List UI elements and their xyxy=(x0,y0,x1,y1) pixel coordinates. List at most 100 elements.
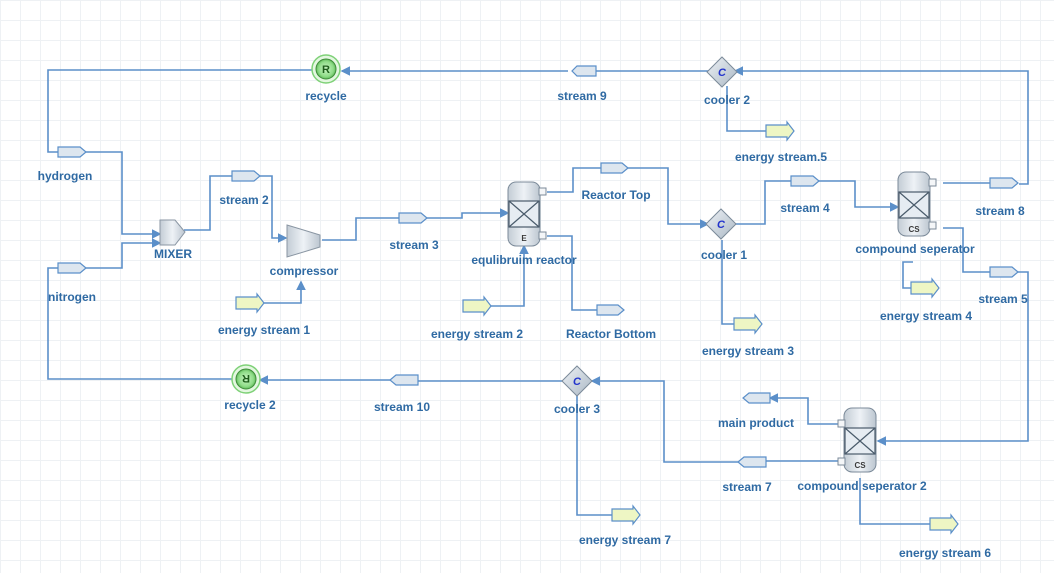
stream-8[interactable] xyxy=(989,177,1019,189)
reactor-top-label: Reactor Top xyxy=(581,188,650,202)
connector-cooler3-energy xyxy=(576,396,612,516)
connector-compressor-to-stream3 xyxy=(322,217,399,241)
compressor-block[interactable] xyxy=(286,224,321,258)
energy-arrow-right-icon xyxy=(462,295,492,317)
separator-2-label: compound seperator 2 xyxy=(797,479,927,493)
energy-stream-2[interactable] xyxy=(462,295,492,317)
energy-arrow-right-icon xyxy=(765,120,795,142)
stream-reactor-top[interactable] xyxy=(600,162,629,174)
stream-4-label: stream 4 xyxy=(780,201,830,215)
stream-reactor-bottom[interactable] xyxy=(596,304,625,316)
energy-stream-6-label: energy stream 6 xyxy=(899,546,991,560)
connector-separator-energy xyxy=(902,261,913,289)
separator-tag: CS xyxy=(908,225,920,234)
connector-stream8-to-cooler2 xyxy=(733,66,1029,185)
energy-stream-6[interactable] xyxy=(929,513,959,535)
energy-stream-5-label: energy stream.5 xyxy=(735,150,827,164)
reactor-label: equlibruim reactor xyxy=(471,253,577,267)
stream-arrow-right-icon xyxy=(231,170,261,182)
connector-stream2-to-compressor xyxy=(260,175,288,243)
stream-arrow-right-icon xyxy=(989,266,1019,278)
energy-stream-3[interactable] xyxy=(733,313,763,335)
stream-5[interactable] xyxy=(989,266,1019,278)
compound-separator-2-block[interactable]: CS xyxy=(837,407,877,473)
stream-arrow-right-icon xyxy=(398,212,428,224)
connector-energy1-to-compressor xyxy=(264,280,306,304)
connector-recycle2-to-nitrogen xyxy=(47,267,232,380)
cooler-1-label: cooler 1 xyxy=(701,248,747,262)
stream-8-label: stream 8 xyxy=(975,204,1025,218)
energy-arrow-right-icon xyxy=(929,513,959,535)
stream-10[interactable] xyxy=(389,374,419,386)
cooler-1-block[interactable]: C xyxy=(705,208,737,240)
compressor-label: compressor xyxy=(270,264,339,278)
connector-stream5-to-separator2 xyxy=(876,271,1029,446)
connector-hydrogen-to-mixer xyxy=(86,151,162,239)
connector-reactor-top xyxy=(547,167,601,193)
stream-5-label: stream 5 xyxy=(978,292,1028,306)
recycle-2-label: recycle 2 xyxy=(224,398,276,412)
recycle-label: recycle xyxy=(305,89,347,103)
stream-arrow-right-icon xyxy=(790,175,820,187)
stream-9[interactable] xyxy=(571,65,597,77)
separator-2-tag: CS xyxy=(854,461,866,470)
reactor-tag: E xyxy=(521,234,527,243)
nitrogen-label: nitrogen xyxy=(48,290,96,304)
stream-3[interactable] xyxy=(398,212,428,224)
connector-separator2-energy xyxy=(859,478,930,525)
stream-3-label: stream 3 xyxy=(389,238,439,252)
stream-main-product[interactable] xyxy=(742,392,771,404)
energy-stream-1-label: energy stream 1 xyxy=(218,323,310,337)
stream-arrow-right-icon xyxy=(57,146,87,158)
energy-stream-1[interactable] xyxy=(235,292,265,314)
connector-stream3-to-reactor xyxy=(427,208,510,219)
mixer-label: MIXER xyxy=(154,247,192,261)
energy-arrow-right-icon xyxy=(910,277,940,299)
stream-arrow-right-icon xyxy=(596,304,625,316)
energy-stream-7[interactable] xyxy=(611,504,641,526)
connector-separator2-to-mainproduct xyxy=(768,393,840,425)
cooler-3-letter: C xyxy=(573,376,582,388)
stream-4[interactable] xyxy=(790,175,820,187)
energy-stream-3-label: energy stream 3 xyxy=(702,344,794,358)
recycle-block[interactable]: R xyxy=(311,54,341,84)
connector-cooler1-energy xyxy=(721,240,734,325)
stream-arrow-right-icon xyxy=(600,162,629,174)
recycle-2-block[interactable]: R xyxy=(231,364,261,394)
connector-cooler1-to-stream4 xyxy=(735,180,791,225)
reactor-bottom-label: Reactor Bottom xyxy=(566,327,656,341)
energy-arrow-right-icon xyxy=(611,504,641,526)
stream-arrow-left-icon xyxy=(389,374,419,386)
stream-arrow-right-icon xyxy=(57,262,87,274)
energy-stream-2-label: energy stream 2 xyxy=(431,327,523,341)
stream-10-label: stream 10 xyxy=(374,400,430,414)
energy-stream-4-label: energy stream 4 xyxy=(880,309,972,323)
stream-nitrogen[interactable] xyxy=(57,262,87,274)
mixer-block[interactable] xyxy=(159,219,186,246)
connector-reactortop-to-cooler1 xyxy=(628,167,710,229)
cooler-2-letter: C xyxy=(718,67,727,79)
recycle-block-letter: R xyxy=(322,64,330,76)
stream-2[interactable] xyxy=(231,170,261,182)
cooler-3-label: cooler 3 xyxy=(554,402,600,416)
connector-nitrogen-to-mixer xyxy=(86,238,162,269)
compound-separator-block[interactable]: CS xyxy=(897,171,937,237)
equilibrium-reactor-block[interactable]: E xyxy=(507,181,547,247)
energy-arrow-right-icon xyxy=(235,292,265,314)
energy-stream-5[interactable] xyxy=(765,120,795,142)
connector-stream4-to-separator xyxy=(819,180,900,212)
connector-energy2-to-reactor xyxy=(491,244,529,307)
main-product-label: main product xyxy=(718,416,794,430)
connectors xyxy=(47,66,1029,525)
cooler-3-block[interactable]: C xyxy=(561,365,593,397)
stream-arrow-right-icon xyxy=(989,177,1019,189)
stream-7[interactable] xyxy=(737,456,767,468)
cooler-2-block[interactable]: C xyxy=(706,56,738,88)
stream-hydrogen[interactable] xyxy=(57,146,87,158)
connector-reactor-bottom xyxy=(547,235,597,311)
stream-7-label: stream 7 xyxy=(722,480,772,494)
energy-arrow-right-icon xyxy=(733,313,763,335)
energy-stream-4[interactable] xyxy=(910,277,940,299)
recycle-2-block-letter: R xyxy=(242,372,250,384)
